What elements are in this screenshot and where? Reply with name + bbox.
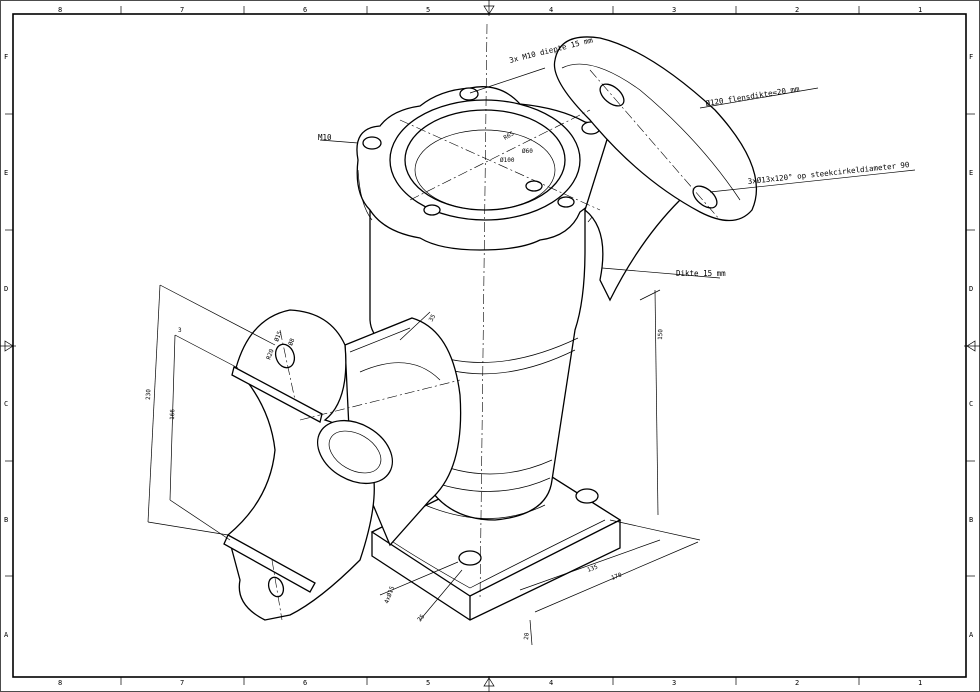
sheet-frame xyxy=(12,13,967,678)
zone-label: 1 xyxy=(918,6,922,14)
zone-label: F xyxy=(4,53,8,61)
dim-r65: R65 xyxy=(503,130,516,142)
zone-labels-left: F E D C B A xyxy=(4,53,9,639)
left-bracket xyxy=(223,309,394,621)
m10-label: M10 xyxy=(318,133,332,142)
dim-w25: 25 xyxy=(416,613,426,623)
dim-b170: 170 xyxy=(610,571,623,581)
zone-label: 7 xyxy=(180,679,184,687)
dim-d60: Ø60 xyxy=(522,148,533,155)
zone-label: D xyxy=(4,285,8,293)
zone-label: 3 xyxy=(672,679,676,687)
zone-labels-bottom: 8 7 6 5 4 3 2 1 xyxy=(58,679,922,687)
dim-d100: Ø100 xyxy=(500,157,515,164)
dimension-lines xyxy=(147,67,916,646)
zone-label: C xyxy=(4,400,8,408)
zone-label: 8 xyxy=(58,679,62,687)
zone-label: B xyxy=(969,516,973,524)
zone-label: 2 xyxy=(795,679,799,687)
dim-h230: 230 xyxy=(145,389,152,400)
zone-label: C xyxy=(969,400,973,408)
dim-b135: 135 xyxy=(586,563,599,573)
dim-d8: Ø8 xyxy=(287,337,296,347)
zone-label: 1 xyxy=(918,679,922,687)
zone-label: 4 xyxy=(549,6,553,14)
zone-label: E xyxy=(969,169,973,177)
dim-d15: Ø15 xyxy=(273,330,283,343)
dim-4x-holes: 4xØ15 xyxy=(383,585,396,605)
flange-note: Ø120 flensdikte=20 mm xyxy=(705,84,801,108)
zone-label: A xyxy=(969,631,974,639)
zone-label: B xyxy=(4,516,8,524)
zone-label: F xyxy=(969,53,973,61)
zone-label: 8 xyxy=(58,6,62,14)
zone-ticks xyxy=(5,6,975,685)
zone-labels-top: 8 7 6 5 4 3 2 1 xyxy=(58,6,922,14)
zone-labels-right: F E D C B A xyxy=(969,53,974,639)
valve-body-isometric: 3x M10 diepte 15 mm M10 Ø120 flensdikte=… xyxy=(145,23,916,646)
dim-w3: 3 xyxy=(178,327,182,334)
zone-label: 5 xyxy=(426,679,430,687)
zone-label: 5 xyxy=(426,6,430,14)
zone-label: A xyxy=(4,631,9,639)
dim-h150: 150 xyxy=(657,329,664,340)
dim-r20: R20 xyxy=(265,348,275,361)
dim-w35: 35 xyxy=(428,313,438,323)
dim-h166: 166 xyxy=(169,409,176,420)
zone-label: 7 xyxy=(180,6,184,14)
thickness-note: Dikte 15 mm xyxy=(676,269,726,278)
zone-label: 6 xyxy=(303,6,307,14)
zone-label: 3 xyxy=(672,6,676,14)
zone-label: E xyxy=(4,169,8,177)
zone-label: 2 xyxy=(795,6,799,14)
center-lines xyxy=(271,23,721,621)
zone-label: 6 xyxy=(303,679,307,687)
side-outlet-flange xyxy=(553,36,758,302)
zone-label: D xyxy=(969,285,973,293)
dim-b20: 20 xyxy=(523,632,531,640)
zone-label: 4 xyxy=(549,679,553,687)
base-plate xyxy=(370,457,622,621)
